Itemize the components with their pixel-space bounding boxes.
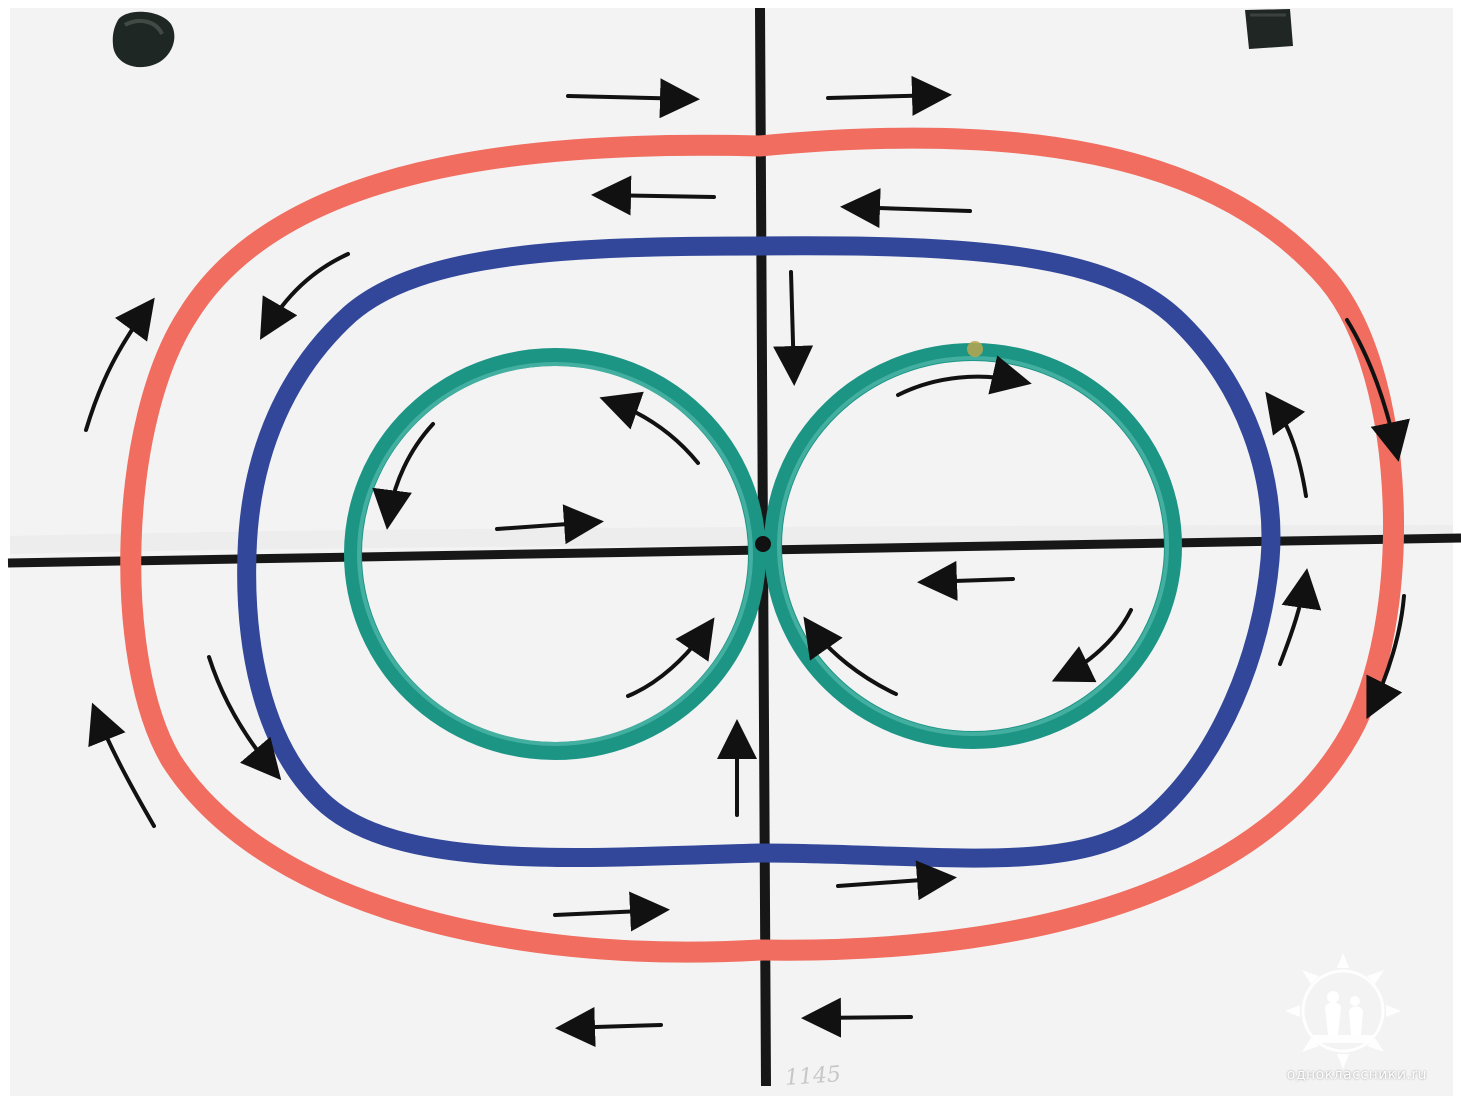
- paper-handwriting: 1145: [784, 1062, 842, 1091]
- magnet-right: [1245, 9, 1293, 49]
- yellow-mark: [967, 341, 983, 357]
- arrow-top-left-inner: [599, 195, 714, 197]
- arrow-bottom-right-outer: [809, 1017, 911, 1018]
- watermark-site-text: одноклассники.ru: [1287, 1067, 1427, 1083]
- origin-dot: [755, 536, 771, 552]
